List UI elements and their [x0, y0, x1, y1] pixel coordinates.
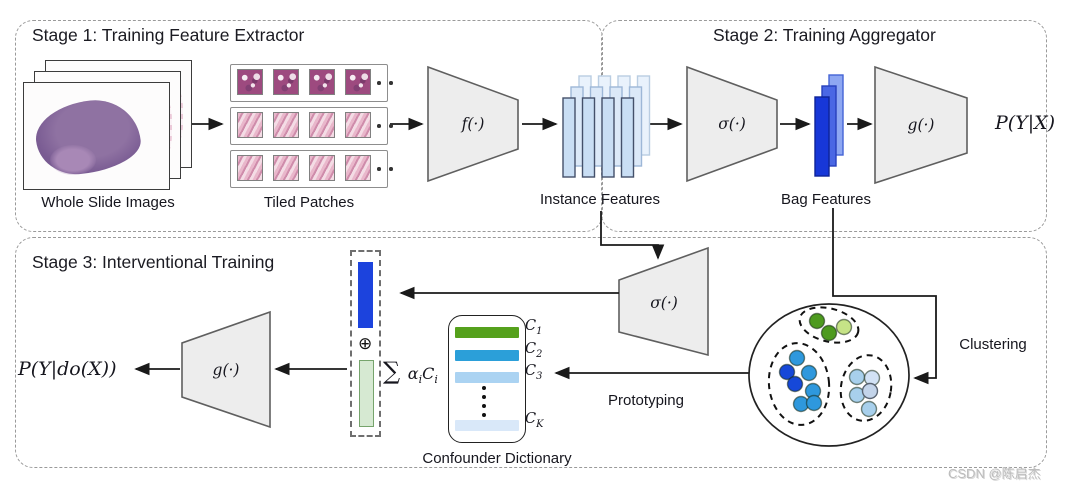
stage3-title: Stage 3: Interventional Training — [32, 252, 275, 272]
connector-bag-to-clustering — [832, 208, 937, 385]
dictionary-ellipsis-dot — [482, 413, 486, 417]
confounder-label: C3 — [525, 363, 543, 382]
cluster-dot — [786, 375, 804, 393]
cluster-lightblue-outline — [839, 354, 893, 422]
cluster-dot — [848, 368, 866, 386]
instance-features-label: Instance Features — [539, 191, 661, 208]
wsi-card-front — [23, 82, 170, 190]
stage2-title: Stage 2: Training Aggregator — [713, 25, 936, 45]
cluster-blue-outline — [767, 342, 831, 426]
tissue-patch — [345, 155, 371, 181]
cluster-dot — [861, 382, 879, 400]
cluster-dot — [860, 400, 878, 418]
g3-label: g(·) — [212, 361, 240, 379]
tissue-patch — [345, 69, 371, 95]
oplus-symbol: ⊕ — [358, 334, 373, 353]
dictionary-ellipsis-dot — [482, 395, 486, 399]
prototyping-label: Prototyping — [608, 392, 684, 409]
cluster-dot — [788, 349, 806, 367]
ellipsis-dot — [377, 81, 381, 85]
wsi-label: Whole Slide Images — [41, 194, 175, 211]
cluster-dots — [778, 312, 881, 418]
aggregator-g-trapezoid — [874, 65, 968, 185]
feature-extractor-trapezoid — [427, 65, 519, 183]
stage3-box — [15, 237, 1047, 468]
connector-features-to-sigma3 — [600, 211, 665, 260]
dictionary-ellipsis-dot — [482, 386, 486, 390]
pyx-output: P(Y|X) — [995, 112, 1056, 134]
ellipsis-dot — [389, 124, 393, 128]
cluster-dot — [800, 364, 818, 382]
tissue-patch — [309, 155, 335, 181]
clustering-label: Clustering — [959, 336, 1027, 353]
patch-strip — [230, 150, 393, 188]
bag-features-label: Bag Features — [780, 191, 872, 208]
patch-strip — [230, 64, 393, 102]
cluster-dot — [778, 363, 796, 381]
cluster-dot — [808, 312, 826, 330]
g2-label: g(·) — [907, 116, 935, 134]
tissue-patch — [237, 112, 263, 138]
ellipsis-dot — [389, 81, 393, 85]
interventional-sigma-trapezoid — [618, 246, 709, 357]
tissue-patch — [237, 155, 263, 181]
ellipsis-dot — [377, 124, 381, 128]
confounder-dictionary-label: Confounder Dictionary — [422, 450, 572, 467]
confounder-bar — [455, 420, 519, 431]
confounder-label: CK — [525, 411, 544, 430]
dictionary-ellipsis-dot — [482, 404, 486, 408]
f-label: f(·) — [461, 115, 485, 133]
patch-strip — [230, 107, 393, 145]
cluster-green-outline — [798, 306, 860, 344]
sigma3-label: σ(·) — [650, 294, 678, 312]
csdn-watermark: CSDN @陈启杰 — [948, 466, 1041, 481]
ellipsis-dot — [389, 167, 393, 171]
tissue-patch — [237, 69, 263, 95]
patches-label: Tiled Patches — [263, 194, 355, 211]
confounder-bar — [455, 372, 519, 383]
cluster-dot — [820, 324, 838, 342]
interventional-g-trapezoid — [181, 310, 271, 429]
tissue-patch — [273, 155, 299, 181]
tissue-patch — [273, 112, 299, 138]
cluster-dot — [805, 394, 823, 412]
ellipsis-dot — [377, 167, 381, 171]
confounder-label: C2 — [525, 341, 543, 360]
confounder-bar — [455, 350, 519, 361]
confounder-feature-bar — [359, 360, 374, 427]
bag-feature-bars — [814, 74, 844, 177]
confounder-bar — [455, 327, 519, 338]
tissue-patch — [309, 112, 335, 138]
pydox-output: P(Y|do(X)) — [18, 358, 117, 380]
attention-feature-bar — [358, 262, 373, 328]
tissue-patch — [345, 112, 371, 138]
sigma2-label: σ(·) — [718, 115, 746, 133]
instance-feature-bars — [562, 75, 651, 178]
cluster-dot — [835, 318, 853, 336]
tissue-patch — [309, 69, 335, 95]
tissue-patch — [273, 69, 299, 95]
aggregator-sigma-trapezoid — [686, 65, 778, 183]
confounder-label: C1 — [525, 318, 543, 337]
stage1-title: Stage 1: Training Feature Extractor — [32, 25, 305, 45]
weighted-sum-expression: ∑ αiCi — [383, 357, 438, 387]
